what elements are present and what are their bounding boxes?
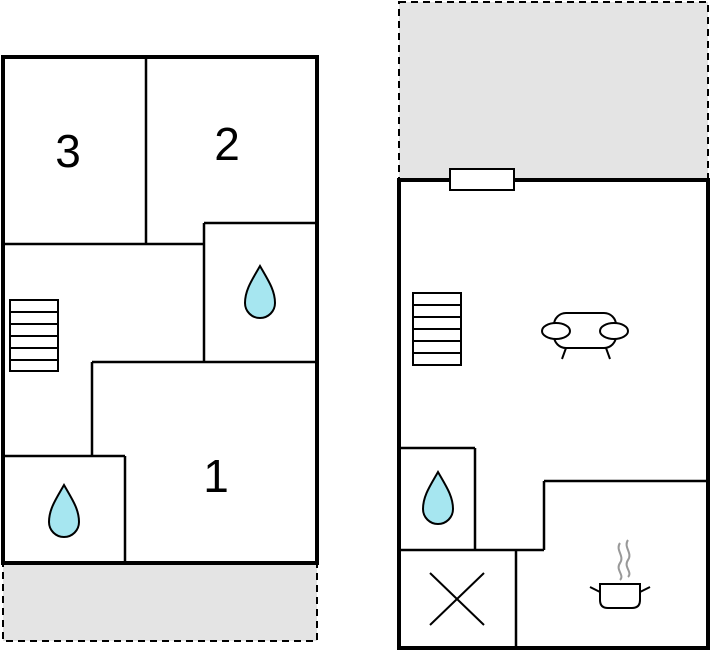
upper-floor-outline	[397, 178, 710, 650]
terrace-ground	[2, 562, 318, 642]
upper-floor-walls	[399, 446, 708, 648]
cross-icon	[429, 572, 485, 626]
water-drop-icon	[421, 469, 455, 525]
window-icon	[449, 168, 515, 191]
staircase-icon	[412, 292, 462, 366]
sofa-icon	[541, 312, 629, 360]
upper-floor-plan	[397, 1, 710, 650]
cooking-pot-icon	[589, 539, 651, 609]
ground-floor-plan: 3 2 1	[1, 55, 319, 642]
water-drop-icon	[47, 482, 81, 538]
ground-floor-walls	[3, 57, 317, 563]
staircase-icon	[9, 299, 59, 372]
water-drop-icon	[243, 263, 277, 319]
room-3-label: 3	[55, 125, 81, 177]
terrace-upper	[398, 1, 709, 181]
ground-floor-outline	[1, 55, 319, 565]
room-2-label: 2	[214, 118, 240, 170]
room-1-label: 1	[203, 450, 229, 502]
